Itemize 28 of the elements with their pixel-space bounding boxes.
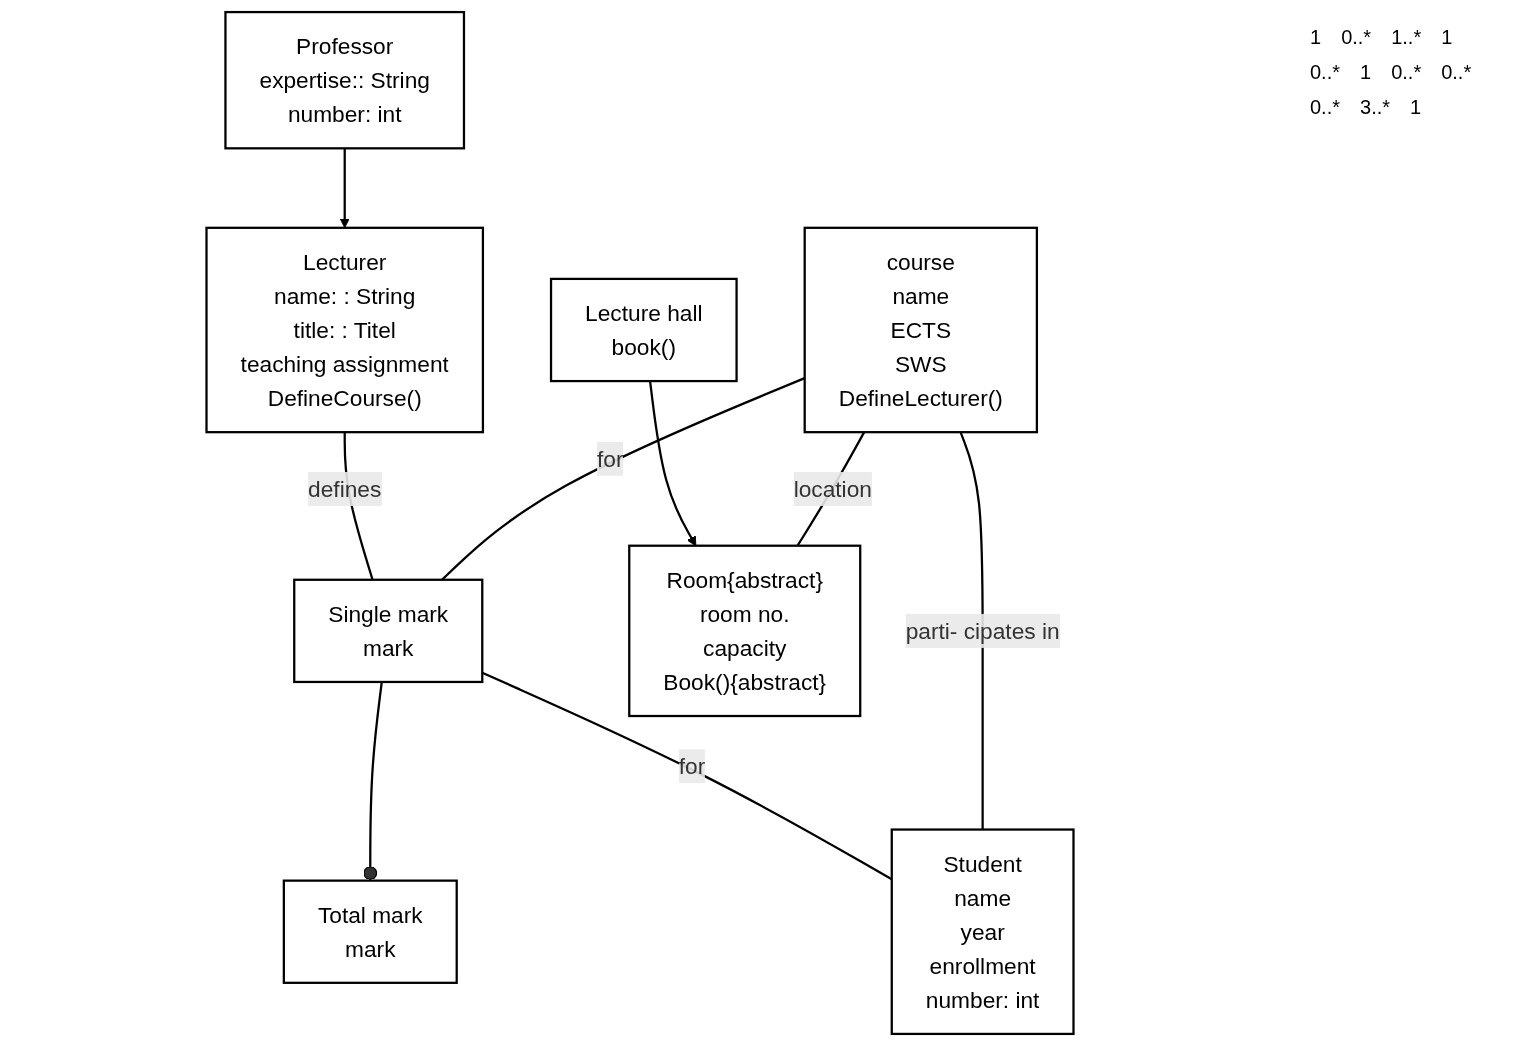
multiplicity-label: 1 — [1441, 26, 1453, 49]
arrow — [648, 380, 697, 546]
node-box: Room{abstract} room no. capacity Book(){abstract} — [628, 544, 862, 717]
node-box: Total mark mark — [282, 879, 458, 984]
multiplicity-label: 0..* — [1341, 26, 1372, 49]
edge-label: for — [678, 753, 706, 779]
node-box: Professor expertise:: String number: int — [224, 10, 466, 149]
node-box: Lecturer name: : String title: : Titel teaching assignment DefineCourse() — [205, 226, 485, 433]
edge-label: defines — [308, 475, 382, 501]
multiplicity-label: 0..* — [1310, 96, 1341, 119]
edge-label: for — [596, 445, 624, 471]
multiplicity-label: 1 — [1360, 61, 1372, 84]
node-box: Single mark mark — [293, 578, 484, 683]
edge-label: location — [793, 475, 872, 501]
edge-label: parti- cipates in — [905, 617, 1060, 643]
multiplicity-label: 0..* — [1441, 61, 1472, 84]
multiplicity-label: 1 — [1410, 96, 1422, 119]
multiplicity-label: 1 — [1310, 26, 1322, 49]
node-box: course name ECTS SWS DefineLecturer() — [803, 226, 1039, 433]
multiplicity-label: 0..* — [1391, 61, 1422, 84]
multiplicity-label: 0..* — [1310, 61, 1341, 84]
arrow — [339, 147, 350, 228]
connector — [959, 431, 984, 830]
connector — [363, 681, 383, 881]
multiplicity-label: 3..* — [1360, 96, 1391, 119]
node-box: Student name year enrollment number: int — [890, 827, 1075, 1035]
node-box: Lecture hall book() — [549, 277, 738, 382]
multiplicity-label: 1..* — [1391, 26, 1422, 49]
